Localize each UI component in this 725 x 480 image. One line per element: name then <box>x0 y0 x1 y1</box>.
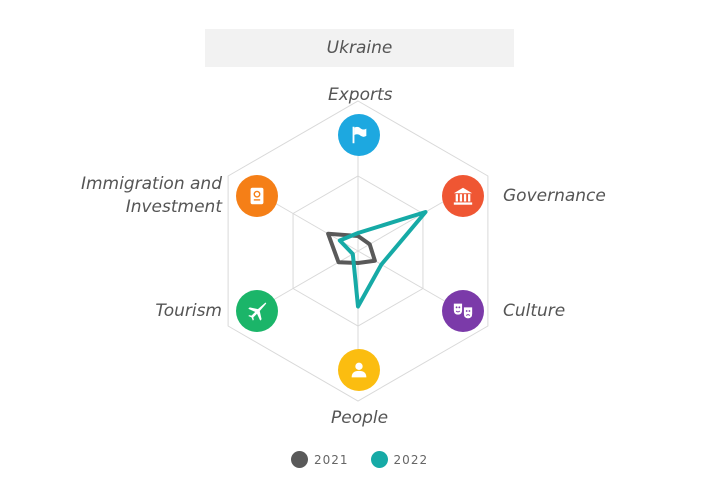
legend-swatch-2022 <box>370 451 388 468</box>
flag-icon <box>352 126 367 144</box>
axis-label-exports: Exports <box>328 85 393 105</box>
person-icon <box>351 362 367 378</box>
legend-item-2021: 2021 <box>291 451 349 468</box>
axis-label-people: People <box>331 408 389 428</box>
grid-ring-2 <box>227 100 489 402</box>
chart-title-box: Ukraine <box>205 29 514 67</box>
axis-label-immigration: Immigration and Investment <box>81 173 222 219</box>
grid-spoke-2 <box>357 250 446 302</box>
legend-label-2022: 2022 <box>393 452 429 467</box>
tourism-icon-circle <box>236 290 278 332</box>
series-2021 <box>326 231 377 265</box>
series-2022 <box>337 210 428 309</box>
legend-label-2021: 2021 <box>314 452 349 467</box>
governance-icon-circle <box>442 175 484 217</box>
legend-item-2022: 2022 <box>370 451 429 468</box>
government-building-icon <box>453 187 473 205</box>
immigration-icon-circle <box>236 175 278 217</box>
radar-series-layer <box>326 210 428 309</box>
theater-masks-icon <box>453 303 473 319</box>
axis-label-culture: Culture <box>503 301 566 321</box>
axis-label-tourism: Tourism <box>155 301 222 321</box>
airplane-icon <box>248 302 267 321</box>
axis-label-immigration-line1: Immigration and <box>80 174 222 194</box>
axis-label-governance: Governance <box>503 186 606 206</box>
grid-spoke-1 <box>357 200 446 252</box>
legend: 2021 2022 <box>291 451 450 468</box>
culture-icon-circle <box>442 290 484 332</box>
grid-spoke-4 <box>270 250 359 302</box>
chart-title: Ukraine <box>326 38 393 58</box>
axis-label-immigration-line2: Investment <box>125 197 222 217</box>
passport-icon <box>250 187 264 205</box>
people-icon-circle <box>338 349 380 391</box>
exports-icon-circle <box>338 114 380 156</box>
legend-swatch-2021 <box>291 451 308 468</box>
